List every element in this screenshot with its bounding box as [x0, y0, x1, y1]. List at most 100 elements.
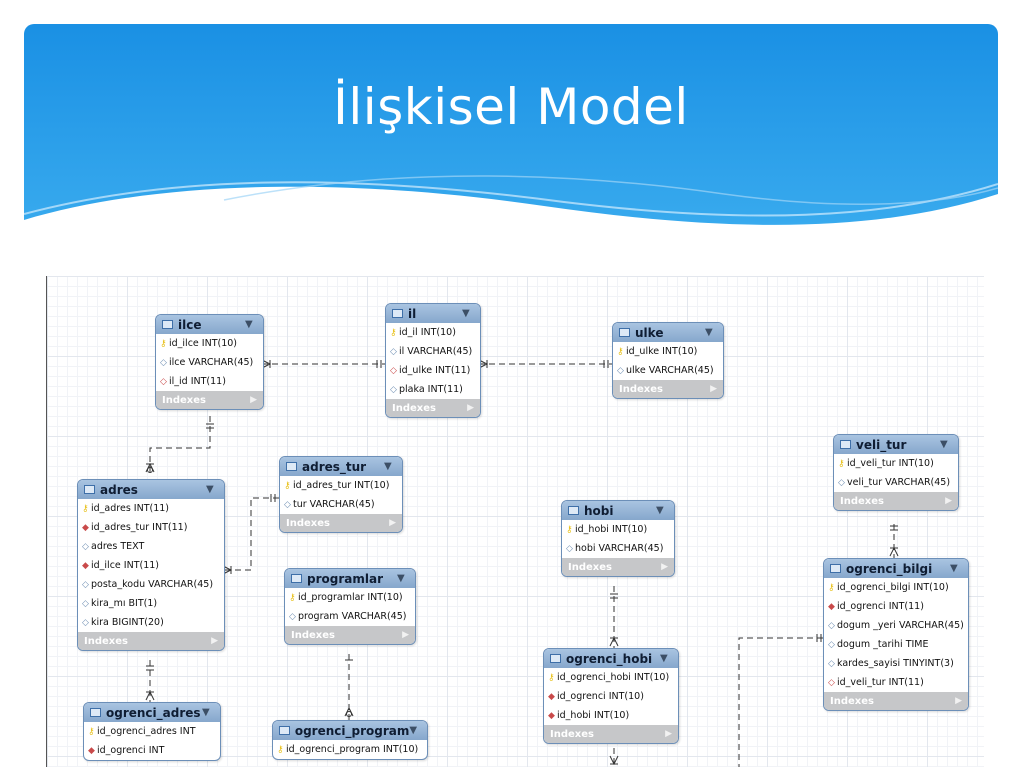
table-header[interactable]: il ▼ [386, 304, 480, 323]
indexes-bar[interactable]: Indexes▶ [613, 380, 723, 398]
table-header[interactable]: hobi▼ [562, 501, 674, 520]
primary-key-icon: ⚷ [617, 347, 624, 357]
table-veli-tur[interactable]: veli_tur▼ ⚷id_veli_tur INT(10) ◇veli_tur… [833, 434, 959, 511]
column-text: ilce VARCHAR(45) [169, 357, 254, 368]
expand-arrow-icon[interactable]: ▶ [389, 518, 396, 528]
column-row: ⚷id_il INT(10) [386, 323, 480, 342]
column-text: id_ogrenci_bilgi INT(10) [837, 582, 949, 593]
indexes-label: Indexes [568, 561, 612, 573]
table-icon [90, 708, 101, 717]
table-ogrenci-bilgi[interactable]: ogrenci_bilgi▼ ⚷id_ogrenci_bilgi INT(10)… [823, 558, 969, 711]
primary-key-icon: ⚷ [88, 727, 95, 737]
table-il[interactable]: il▼ ⚷id_il INT(10) ◇il VARCHAR(45) ◇id_u… [385, 303, 481, 418]
table-header[interactable]: ogrenci_adres▼ [84, 703, 220, 722]
expand-arrow-icon[interactable]: ▶ [250, 395, 257, 405]
table-name: il [408, 306, 417, 321]
column-text: il VARCHAR(45) [399, 346, 473, 357]
table-header[interactable]: adres_tur▼ [280, 457, 402, 476]
column-row: ⚷id_hobi INT(10) [562, 520, 674, 539]
indexes-bar[interactable]: Indexes▶ [834, 492, 958, 510]
collapse-arrow-icon[interactable]: ▼ [705, 327, 713, 338]
indexes-bar[interactable]: Indexes▶ [544, 725, 678, 743]
table-header[interactable]: ogrenci_program▼ [273, 721, 427, 740]
indexes-label: Indexes [291, 629, 335, 641]
table-header[interactable]: programlar▼ [285, 569, 415, 588]
indexes-bar[interactable]: Indexes▶ [78, 632, 224, 650]
expand-arrow-icon[interactable]: ▶ [665, 729, 672, 739]
column-row: ◇id_veli_tur INT(11) [824, 673, 968, 692]
expand-arrow-icon[interactable]: ▶ [955, 696, 962, 706]
table-header[interactable]: adres▼ [78, 480, 224, 499]
expand-arrow-icon[interactable]: ▶ [661, 562, 668, 572]
column-icon: ◇ [390, 385, 397, 395]
column-row: ◇il VARCHAR(45) [386, 342, 480, 361]
table-name: ogrenci_program [294, 723, 410, 738]
indexes-label: Indexes [286, 517, 330, 529]
table-icon [392, 309, 403, 318]
relation-ogrencibilgi-ogrenci [738, 637, 823, 767]
table-header[interactable]: ulke ▼ [613, 323, 723, 342]
primary-key-icon: ⚷ [289, 593, 296, 603]
column-row: ⚷id_ogrenci_hobi INT(10) [544, 668, 678, 687]
table-header[interactable]: ogrenci_hobi▼ [544, 649, 678, 668]
table-name: ulke [635, 325, 664, 340]
column-icon: ◇ [838, 478, 845, 488]
column-text: id_ogrenci_hobi INT(10) [557, 672, 670, 683]
table-header[interactable]: veli_tur▼ [834, 435, 958, 454]
column-row: ◇kardes_sayisi TINYINT(3) [824, 654, 968, 673]
foreign-key-open-icon: ◇ [828, 678, 835, 688]
column-text: id_ulke INT(11) [399, 365, 471, 376]
expand-arrow-icon[interactable]: ▶ [402, 630, 409, 640]
expand-arrow-icon[interactable]: ▶ [467, 403, 474, 413]
collapse-arrow-icon[interactable]: ▼ [656, 505, 664, 516]
collapse-arrow-icon[interactable]: ▼ [940, 439, 948, 450]
indexes-bar[interactable]: Indexes ▶ [285, 626, 415, 644]
foreign-key-open-icon: ◇ [390, 366, 397, 376]
expand-arrow-icon[interactable]: ▶ [211, 636, 218, 646]
column-text: il_id INT(11) [169, 376, 226, 387]
table-hobi[interactable]: hobi▼ ⚷id_hobi INT(10) ◇hobi VARCHAR(45)… [561, 500, 675, 577]
expand-arrow-icon[interactable]: ▶ [710, 384, 717, 394]
column-row: ◆id_hobi INT(10) [544, 706, 678, 725]
table-icon [830, 564, 841, 573]
indexes-bar[interactable]: Indexes▶ [156, 391, 263, 409]
table-ilce[interactable]: ilce▼ ⚷id_ilce INT(10) ◇ilce VARCHAR(45)… [155, 314, 264, 410]
indexes-bar[interactable]: Indexes▶ [386, 399, 480, 417]
indexes-bar[interactable]: Indexes ▶ [280, 514, 402, 532]
indexes-bar[interactable]: Indexes▶ [824, 692, 968, 710]
table-ogrenci-hobi[interactable]: ogrenci_hobi▼ ⚷id_ogrenci_hobi INT(10) ◆… [543, 648, 679, 744]
foreign-key-icon: ◆ [82, 561, 89, 571]
column-text: plaka INT(11) [399, 384, 463, 395]
collapse-arrow-icon[interactable]: ▼ [384, 461, 392, 472]
column-row: ⚷id_ulke INT(10) [613, 342, 723, 361]
indexes-bar[interactable]: Indexes ▶ [562, 558, 674, 576]
collapse-arrow-icon[interactable]: ▼ [660, 653, 668, 664]
table-icon [162, 320, 173, 329]
table-adres[interactable]: adres▼ ⚷id_adres INT(11) ◆id_adres_tur I… [77, 479, 225, 651]
collapse-arrow-icon[interactable]: ▼ [397, 573, 405, 584]
table-ogrenci-adres[interactable]: ogrenci_adres▼ ⚷id_ogrenci_adres INT ◆id… [83, 702, 221, 761]
column-row: ◇il_id INT(11) [156, 372, 263, 391]
primary-key-icon: ⚷ [838, 459, 845, 469]
table-programlar[interactable]: programlar▼ ⚷id_programlar INT(10) ◇prog… [284, 568, 416, 645]
column-icon: ◇ [82, 542, 89, 552]
collapse-arrow-icon[interactable]: ▼ [202, 707, 210, 718]
column-row: ◇ulke VARCHAR(45) [613, 361, 723, 380]
table-ulke[interactable]: ulke ▼ ⚷id_ulke INT(10) ◇ulke VARCHAR(45)… [612, 322, 724, 399]
table-ogrenci-program[interactable]: ogrenci_program▼ ⚷id_ogrenci_program INT… [272, 720, 428, 760]
primary-key-icon: ⚷ [160, 339, 167, 349]
table-header[interactable]: ilce▼ [156, 315, 263, 334]
column-row: ◇posta_kodu VARCHAR(45) [78, 575, 224, 594]
collapse-arrow-icon[interactable]: ▼ [462, 308, 470, 319]
collapse-arrow-icon[interactable]: ▼ [950, 563, 958, 574]
column-text: id_hobi INT(10) [557, 710, 630, 721]
expand-arrow-icon[interactable]: ▶ [945, 496, 952, 506]
table-adres-tur[interactable]: adres_tur▼ ⚷id_adres_tur INT(10) ◇tur VA… [279, 456, 403, 533]
table-header[interactable]: ogrenci_bilgi▼ [824, 559, 968, 578]
collapse-arrow-icon[interactable]: ▼ [206, 484, 214, 495]
column-text: dogum _tarihi TIME [837, 639, 929, 650]
collapse-arrow-icon[interactable]: ▼ [245, 319, 253, 330]
column-text: id_veli_tur INT(11) [837, 677, 924, 688]
column-icon: ◇ [617, 366, 624, 376]
collapse-arrow-icon[interactable]: ▼ [409, 725, 418, 736]
